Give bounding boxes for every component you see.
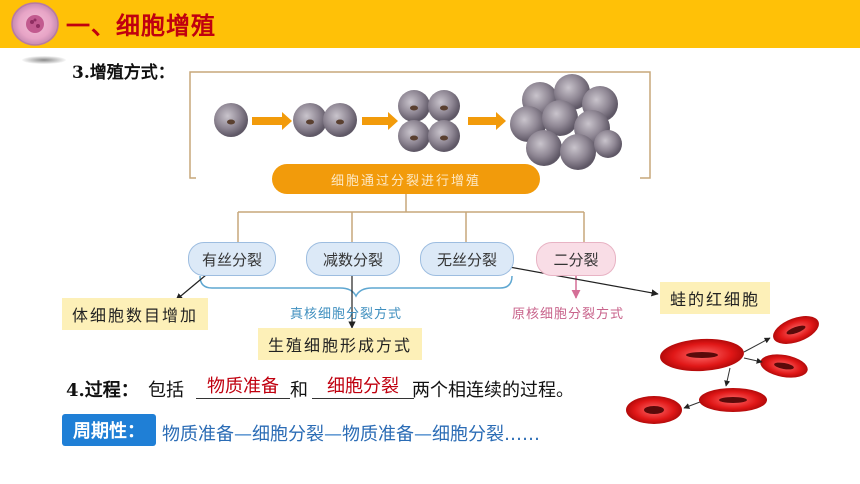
eukaryote-brace [199, 275, 513, 298]
frog-red-blood-cells [626, 316, 819, 424]
header-bar [0, 0, 860, 48]
gamete-box: 生殖细胞形成方式 [258, 328, 423, 360]
pill-mitosis: 有丝分裂 [188, 242, 276, 276]
cycle-separator: — [414, 424, 432, 445]
cycle-item: 物质准备 [342, 424, 414, 445]
cell-cluster [510, 74, 622, 170]
cycle-item: 细胞分裂 [432, 424, 504, 445]
cycle-ellipsis: …… [504, 424, 540, 445]
header-shadow [22, 56, 66, 64]
cycle-item: 物质准备 [162, 424, 234, 445]
two-cells [293, 103, 357, 137]
pill-binary-fission: 二分裂 [536, 242, 616, 276]
blank-answer-2: 细胞分裂 [312, 372, 414, 399]
frog-box: 蛙的红细胞 [660, 282, 771, 314]
pill-amitosis: 无丝分裂 [420, 242, 514, 276]
single-cell [214, 103, 248, 137]
growth-arrows [252, 112, 506, 130]
tree-lines [237, 194, 585, 242]
section3-title: 3.增殖方式： [72, 63, 175, 83]
section4-and: 和 [290, 380, 308, 401]
blank-answer-1: 物质准备 [196, 372, 290, 399]
prokaryote-label: 原核细胞分裂方式 [512, 307, 625, 322]
four-cells [398, 90, 460, 152]
page-title: 一、细胞增殖 [66, 12, 216, 40]
eukaryote-label: 真核细胞分裂方式 [290, 307, 403, 322]
section4-text-before: 包括 [148, 380, 184, 401]
cycle-item: 细胞分裂 [252, 424, 324, 445]
section4-label: 4.过程： [66, 380, 139, 401]
pill-meiosis: 减数分裂 [306, 242, 400, 276]
somatic-box: 体细胞数目增加 [62, 298, 209, 330]
cycle-label: 周期性： [62, 414, 156, 446]
cycle-separator: — [234, 424, 252, 445]
cycle-separator: — [324, 424, 342, 445]
division-bar: 细胞通过分裂进行增殖 [272, 164, 540, 194]
cycle-sequence: 物质准备—细胞分裂—物质准备—细胞分裂…… [162, 420, 540, 446]
cell-logo-icon [11, 2, 59, 46]
section4-text-after: 两个相连续的过程。 [412, 380, 574, 401]
